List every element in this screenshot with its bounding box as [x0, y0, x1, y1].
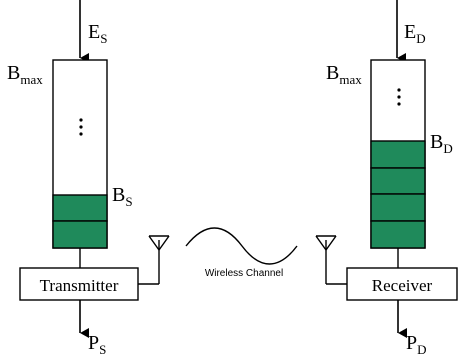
- source-power-label: PS: [88, 332, 106, 357]
- vertical-ellipsis-icon: [79, 118, 83, 136]
- source-battery-cells: [52, 194, 108, 249]
- antenna-icon: [315, 235, 347, 285]
- transmitter-label: Transmitter: [40, 276, 119, 295]
- sine-wave-icon: [185, 227, 298, 265]
- vertical-ellipsis-icon: [397, 88, 401, 106]
- destination-battery-cell: [370, 140, 426, 169]
- source-energy-label: ES: [88, 21, 107, 46]
- destination-capacity-label: Bmax: [326, 62, 362, 87]
- receiver-label: Receiver: [372, 276, 433, 295]
- destination-battery-cells: [370, 140, 426, 249]
- destination-battery-cell: [370, 193, 426, 222]
- receiver-block: [346, 267, 458, 301]
- source-battery-cell: [52, 220, 108, 249]
- destination-node: ED Bmax BD Receiver: [315, 0, 458, 357]
- source-level-label: BS: [112, 184, 133, 209]
- antenna-icon: [138, 235, 170, 285]
- destination-power-label: PD: [406, 332, 427, 357]
- destination-battery-cell: [370, 167, 426, 195]
- source-node: ES Bmax BS Transmitter: [7, 0, 170, 357]
- destination-level-label: BD: [430, 131, 453, 156]
- source-capacity-label: Bmax: [7, 62, 43, 87]
- destination-battery-cell: [370, 220, 426, 249]
- channel-label: Wireless Channel: [205, 268, 283, 279]
- source-battery-cell: [52, 194, 108, 222]
- destination-energy-label: ED: [404, 21, 426, 46]
- wireless-channel: Wireless Channel: [185, 227, 298, 279]
